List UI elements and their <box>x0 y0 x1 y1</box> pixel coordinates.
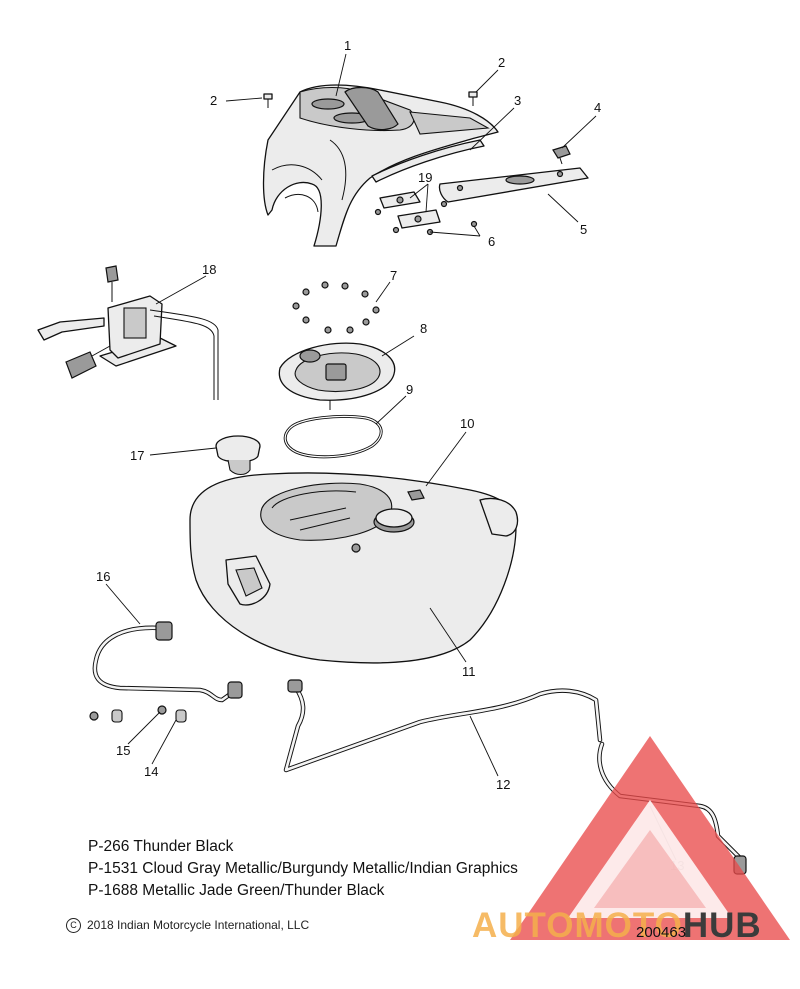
callout-16: 16 <box>96 569 110 584</box>
part-4-grommet <box>552 145 571 165</box>
callout-12: 12 <box>496 777 510 792</box>
part-1-console <box>262 84 499 247</box>
part-9-gasket <box>283 414 383 459</box>
callout-9: 9 <box>406 382 413 397</box>
part-19-clip-lower <box>397 209 441 229</box>
part-8-pump-flange <box>278 342 396 410</box>
callout-1: 1 <box>344 38 351 53</box>
part-19-clip-upper <box>379 191 421 209</box>
part-3-trim-strip <box>371 139 485 183</box>
callout-13: 13 <box>670 858 684 873</box>
callout-19: 19 <box>418 170 432 185</box>
color-code-line-2: P-1531 Cloud Gray Metallic/Burgundy Meta… <box>88 860 518 877</box>
part-16-fuel-line <box>92 621 243 703</box>
callout-11: 11 <box>462 664 476 679</box>
callout-6: 6 <box>488 234 495 249</box>
callout-15: 15 <box>116 743 130 758</box>
part-2-screw-right <box>468 91 478 106</box>
part-12-fuel-line <box>283 679 603 773</box>
copyright-symbol-icon: C <box>66 918 81 933</box>
diagram-number: 200463 <box>636 924 687 941</box>
callout-3: 3 <box>514 93 521 108</box>
color-code-line-1: P-266 Thunder Black <box>88 838 234 855</box>
part-14-clamps <box>157 705 187 723</box>
callout-8: 8 <box>420 321 427 336</box>
part-11-fuel-tank <box>189 472 519 664</box>
callout-2-right: 2 <box>498 55 505 70</box>
callout-17: 17 <box>130 448 144 463</box>
callout-18: 18 <box>202 262 216 277</box>
leader-lines <box>105 53 677 861</box>
part-18-fuel-pump <box>37 265 219 400</box>
part-5-bracket <box>438 167 589 203</box>
part-15-clamps <box>89 709 123 723</box>
copyright-text: 2018 Indian Motorcycle International, LL… <box>87 918 310 932</box>
callout-14: 14 <box>144 764 158 779</box>
copyright-notice: C 2018 Indian Motorcycle International, L… <box>66 918 309 933</box>
watermark-word-light: AUTOMOTO <box>472 906 683 945</box>
part-2-screw-left <box>263 93 273 108</box>
watermark-wordmark: AUTOMOTOHUB <box>472 906 762 946</box>
part-13-fuel-line <box>597 741 747 875</box>
watermark-word-dark: HUB <box>682 906 762 945</box>
callout-10: 10 <box>460 416 474 431</box>
part-7-nuts <box>292 281 380 334</box>
callout-7: 7 <box>390 268 397 283</box>
callout-4: 4 <box>594 100 601 115</box>
callout-2-left: 2 <box>210 93 217 108</box>
callout-5: 5 <box>580 222 587 237</box>
color-code-line-3: P-1688 Metallic Jade Green/Thunder Black <box>88 882 385 899</box>
